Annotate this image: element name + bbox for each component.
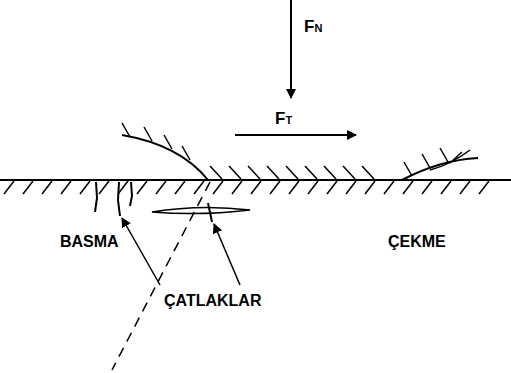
hatch-stroke <box>440 148 448 162</box>
hatch-stroke <box>346 181 356 194</box>
hatch-stroke <box>156 181 166 194</box>
hatch-stroke <box>175 181 185 194</box>
region-label: BASMA <box>60 234 119 250</box>
hatch-stroke <box>267 166 279 179</box>
surface-line <box>0 179 511 181</box>
hatch-stroke <box>270 181 280 194</box>
upper-body-right-edge <box>402 158 478 180</box>
crack-label: ÇATLAKLAR <box>164 293 261 309</box>
hatch-stroke <box>305 166 317 179</box>
hatch-stroke <box>194 181 204 194</box>
hatch-stroke <box>403 181 413 194</box>
hatch-stroke <box>460 181 470 194</box>
hatch-stroke <box>343 166 355 179</box>
hatch-stroke <box>422 181 432 194</box>
leader-line <box>214 224 240 285</box>
force-label: FN <box>304 18 322 35</box>
force-label: FT <box>275 110 292 127</box>
hatch-stroke <box>365 181 375 194</box>
hatch-stroke <box>327 181 337 194</box>
hatch-stroke <box>308 181 318 194</box>
hatch-stroke <box>213 181 223 194</box>
hatch-stroke <box>324 166 336 179</box>
normal-force-arrow <box>290 0 292 98</box>
hatch-stroke <box>404 162 412 176</box>
upper-body-left-edge <box>122 135 208 180</box>
hatch-stroke <box>441 181 451 194</box>
hatch-stroke <box>4 181 14 194</box>
hatch-stroke <box>289 181 299 194</box>
hatch-stroke <box>99 181 109 194</box>
hatch-stroke <box>137 181 147 194</box>
hatch-stroke <box>286 166 298 179</box>
hatch-stroke <box>42 181 52 194</box>
hatch-stroke <box>229 166 241 179</box>
hatch-stroke <box>61 181 71 194</box>
subsurface-crack-branch <box>208 203 212 222</box>
dashed-line <box>112 182 210 370</box>
hatch-stroke <box>122 123 130 137</box>
tension-crack <box>430 150 470 170</box>
tangential-force-arrow <box>235 134 356 136</box>
subsurface-crack <box>152 207 250 213</box>
hatch-stroke <box>210 166 222 179</box>
hatch-stroke <box>479 181 489 194</box>
hatch-stroke <box>80 181 90 194</box>
region-label: ÇEKME <box>388 234 446 250</box>
hatch-stroke <box>422 154 430 168</box>
hatch-stroke <box>232 181 242 194</box>
hatch-stroke <box>362 166 374 179</box>
leader-line <box>122 218 160 285</box>
hatch-stroke <box>182 146 190 160</box>
hatch-stroke <box>384 181 394 194</box>
compression-cracks <box>95 182 132 216</box>
hatch-stroke <box>144 127 152 141</box>
hatch-stroke <box>118 181 128 194</box>
hatch-stroke <box>164 135 172 149</box>
hatch-stroke <box>23 181 33 194</box>
hatch-stroke <box>248 166 260 179</box>
hatch-stroke <box>251 181 261 194</box>
